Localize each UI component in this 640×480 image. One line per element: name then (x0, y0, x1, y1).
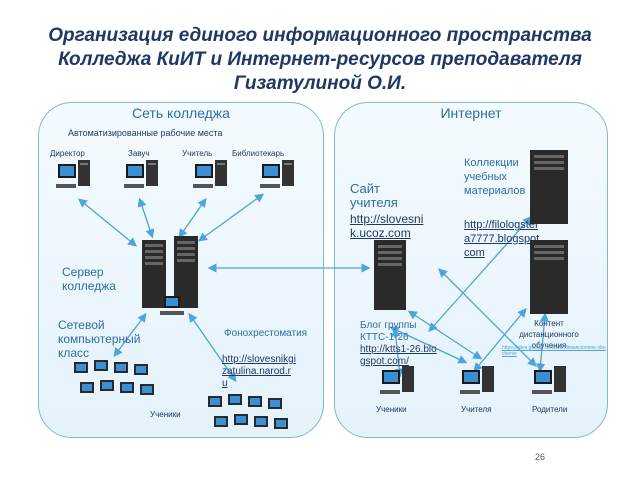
teacher-site-link[interactable]: http://slovesnik.ucoz.com (350, 212, 424, 240)
internet-user-students: Ученики (376, 405, 407, 414)
collections-label: Коллекции учебных материалов (464, 157, 526, 197)
internet-server-icon (374, 240, 406, 310)
computer-icon (460, 366, 494, 394)
computer-icon (193, 160, 227, 188)
computer-icon (124, 160, 158, 188)
distance-content-link[interactable]: https://sites.google.com/site/distancion… (502, 345, 606, 357)
role-deputy: Завуч (128, 149, 150, 158)
classroom-computers-icon (74, 360, 154, 395)
computer-icon (56, 160, 90, 188)
group-blog-label: Блог группы КТТС-1-26 (360, 320, 417, 343)
role-librarian: Библиотекарь (232, 149, 285, 158)
slide-title: Организация единого информационного прос… (48, 25, 592, 94)
students-label-college: Ученики (150, 410, 181, 419)
phonochrestomathy-label: Фонохрестоматия (224, 328, 308, 339)
teacher-site-label: Сайт учителя (350, 181, 398, 210)
role-director: Директор (50, 149, 85, 158)
distance-content-label: Контент дистанционного обучения (519, 319, 579, 350)
college-server-icon (142, 236, 198, 315)
role-teacher: Учитель (182, 149, 213, 158)
internet-user-parents: Родители (532, 405, 568, 414)
internet-user-teachers: Учителя (461, 405, 492, 414)
classroom-computers-icon (208, 394, 288, 429)
distance-server-icon (530, 240, 568, 314)
computer-icon (380, 366, 414, 394)
classroom-label: Сетевой компьютерный класс (58, 318, 141, 360)
page-number: 26 (535, 452, 546, 462)
computer-icon (532, 366, 566, 394)
workplaces-label: Автоматизированные рабочие места (68, 128, 223, 138)
collections-link[interactable]: http://filologstefa7777.blogspot.com (464, 219, 543, 259)
internet-title: Интернет (440, 105, 502, 121)
college-network-title: Сеть колледжа (132, 105, 230, 121)
collections-server-icon (530, 150, 568, 224)
group-blog-link[interactable]: http://ktts1-26.blogspot.com/ (360, 344, 437, 367)
college-server-label: Сервер колледжа (62, 265, 116, 293)
phonochrestomathy-link[interactable]: http://slovesnikgizatulina.narod.ru (222, 354, 296, 389)
computer-icon (260, 160, 294, 188)
